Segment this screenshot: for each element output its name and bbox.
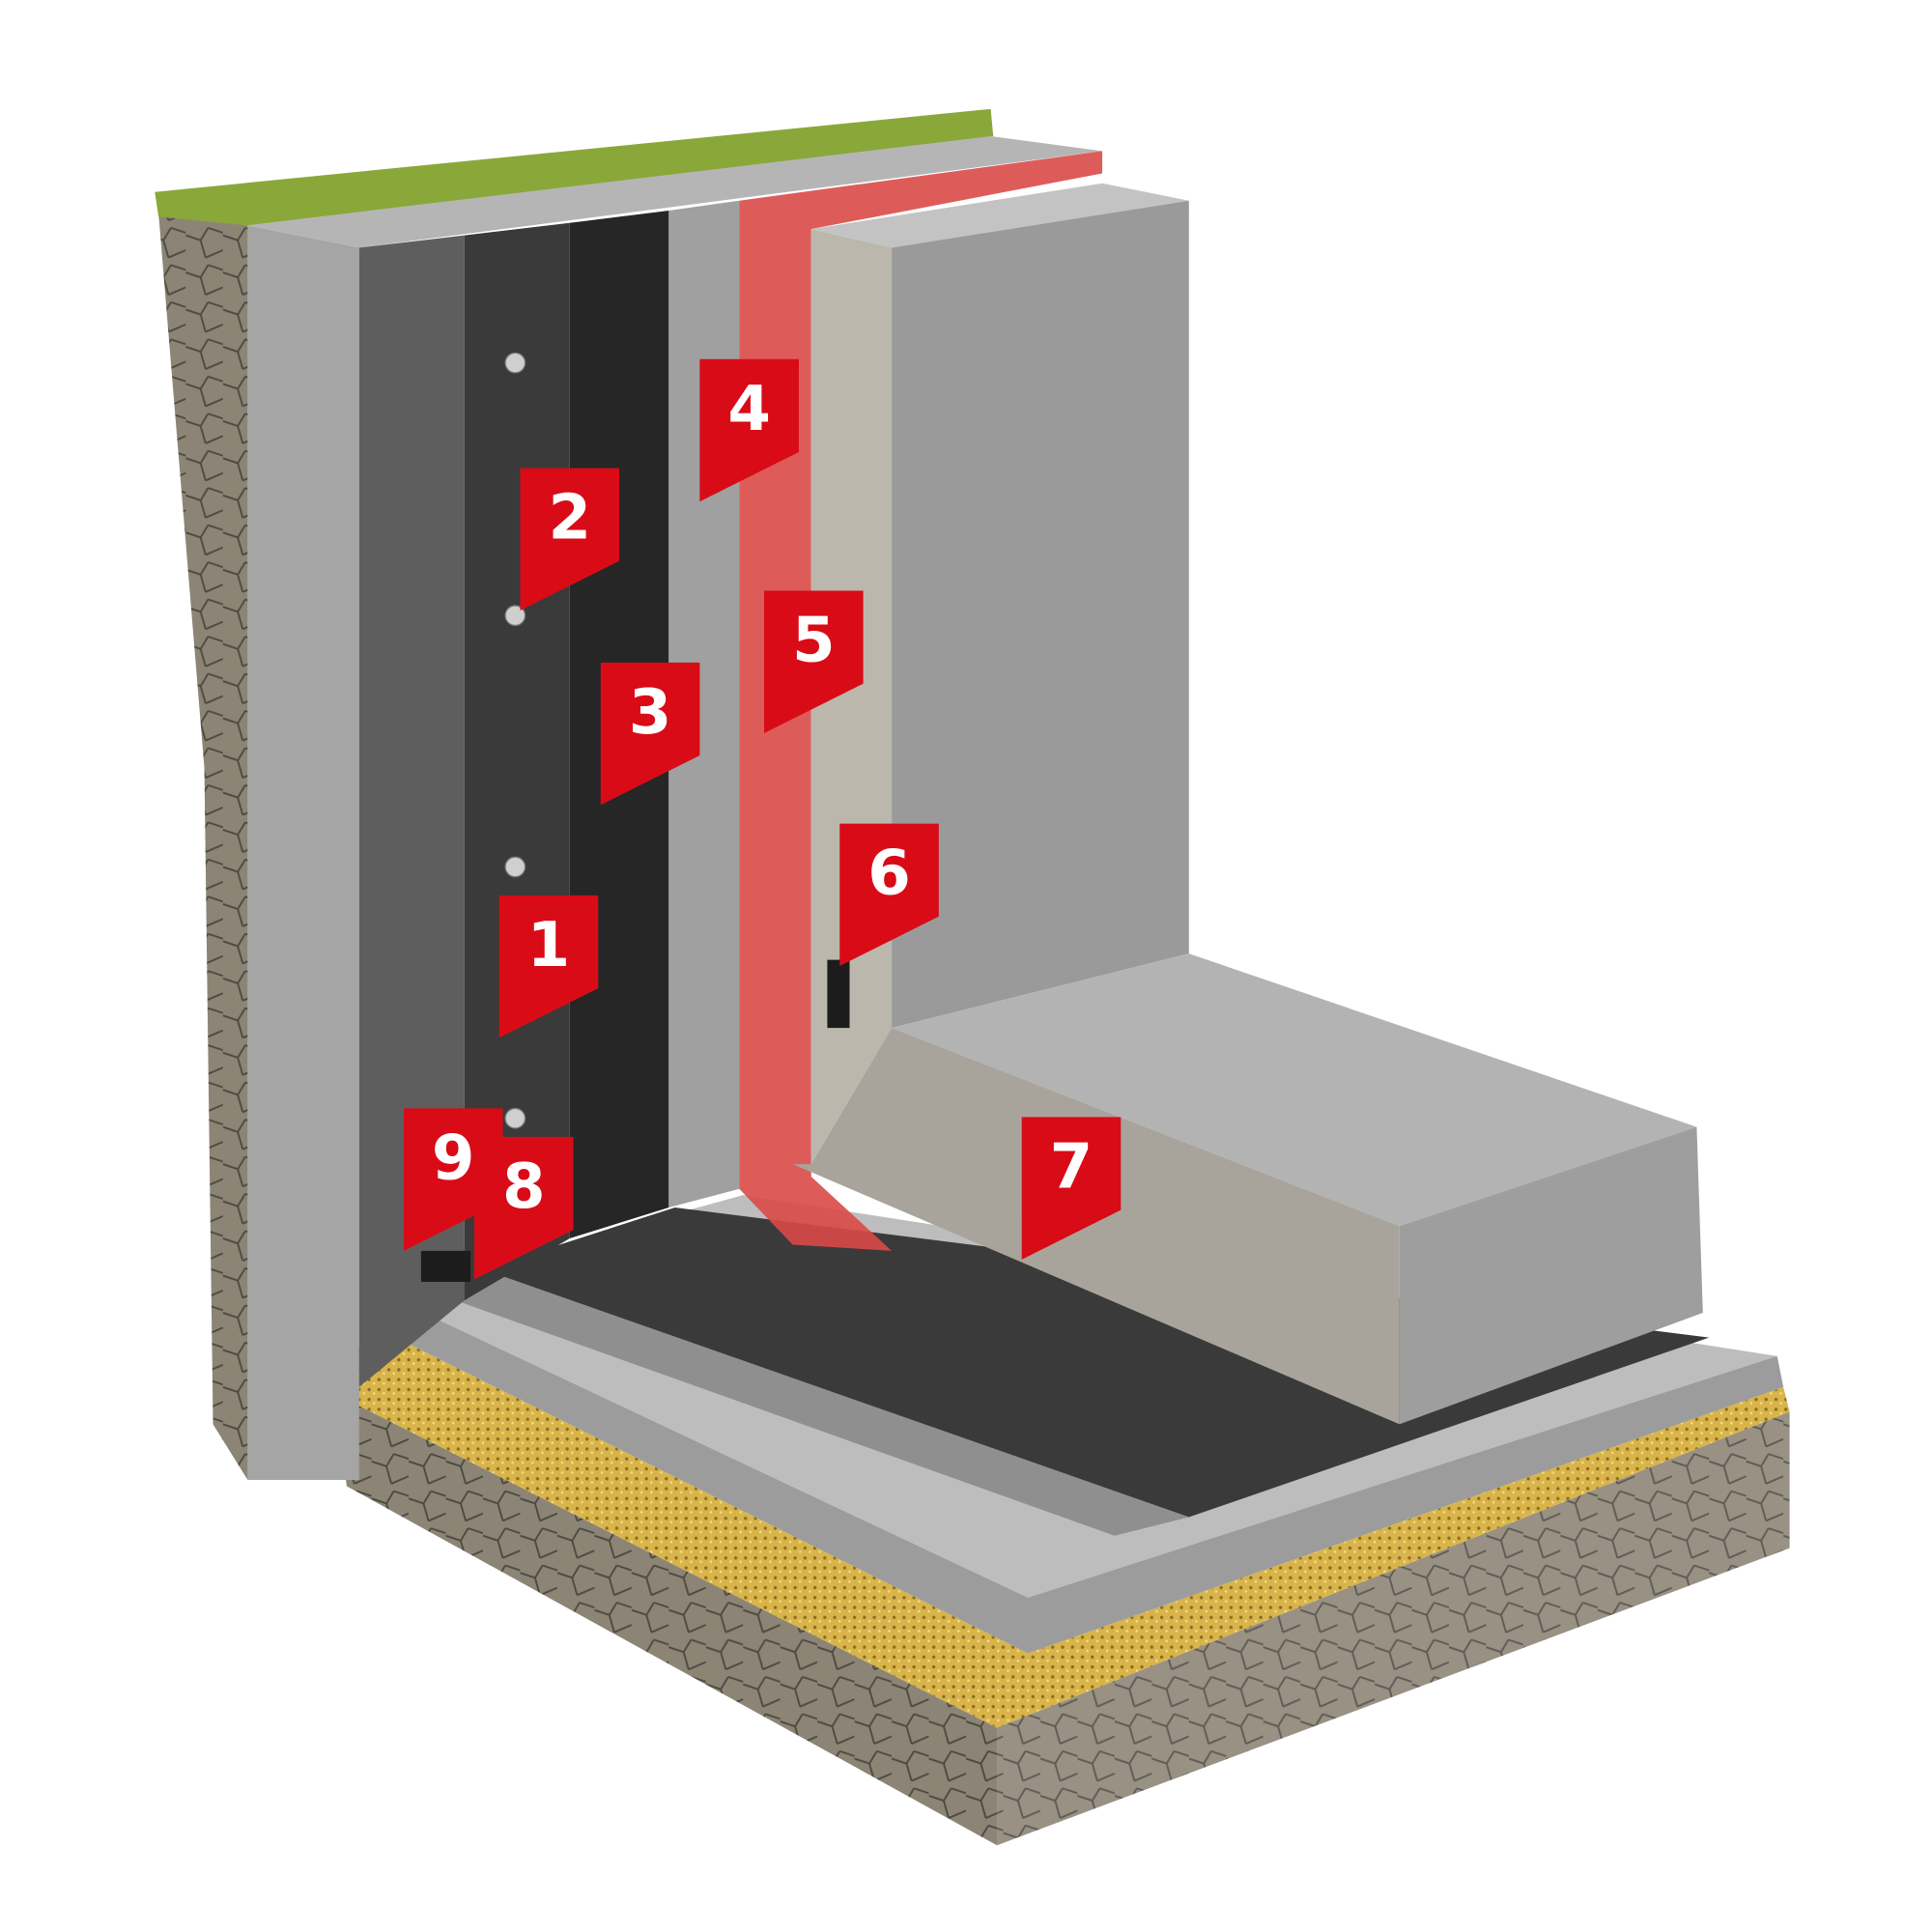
marker-label: 9: [432, 1123, 475, 1195]
soil-left-face: [158, 213, 248, 1481]
soil-base-left-face: [334, 1393, 998, 1846]
wall-top: [247, 136, 1103, 248]
edge-profile: [420, 1250, 471, 1282]
marker-label: 8: [502, 1151, 546, 1223]
marker-flag-icon: [498, 895, 599, 1038]
marker-8[interactable]: 8: [474, 1136, 574, 1280]
gravel-layer: [334, 1324, 1790, 1728]
marker-1[interactable]: 1: [498, 895, 599, 1038]
marker-flag-icon: [699, 358, 799, 502]
inner-wall-top: [810, 183, 1189, 248]
drainage-element: [827, 959, 850, 1029]
marker-7[interactable]: 7: [1021, 1117, 1122, 1260]
protection-layer: [358, 235, 465, 1387]
marker-label: 1: [527, 910, 571, 981]
fastener-icons: [504, 352, 526, 1129]
marker-4[interactable]: 4: [699, 358, 799, 502]
outer-concrete-wall: [247, 225, 359, 1481]
raft-top: [892, 953, 1697, 1227]
marker-label: 4: [727, 374, 771, 445]
marker-flag-icon: [600, 662, 700, 806]
raft-left-face: [792, 1028, 1400, 1425]
floor-protection-layer: [420, 1269, 1189, 1536]
marker-6[interactable]: 6: [839, 823, 939, 966]
marker-label: 5: [792, 606, 836, 677]
concrete-slab-edge: [371, 1293, 1784, 1654]
marker-flag-icon: [839, 823, 939, 966]
marker-label: 6: [867, 838, 911, 910]
floor-membrane: [483, 1208, 1710, 1518]
red-layer: [739, 151, 1103, 1251]
inner-wall-front: [892, 200, 1189, 1029]
soil-base-right-face: [997, 1411, 1790, 1846]
marker-5[interactable]: 5: [764, 590, 864, 733]
marker-3[interactable]: 3: [600, 662, 700, 806]
marker-2[interactable]: 2: [520, 468, 620, 611]
marker-label: 7: [1050, 1131, 1094, 1203]
grass-strip: [155, 108, 994, 226]
marker-flag-icon: [764, 590, 864, 733]
marker-flag-icon: [474, 1136, 574, 1280]
marker-label: 3: [629, 677, 672, 749]
marker-flag-icon: [520, 468, 620, 611]
marker-label: 2: [548, 483, 591, 554]
marker-flag-icon: [1021, 1117, 1122, 1260]
raft-front-face: [1399, 1126, 1703, 1425]
